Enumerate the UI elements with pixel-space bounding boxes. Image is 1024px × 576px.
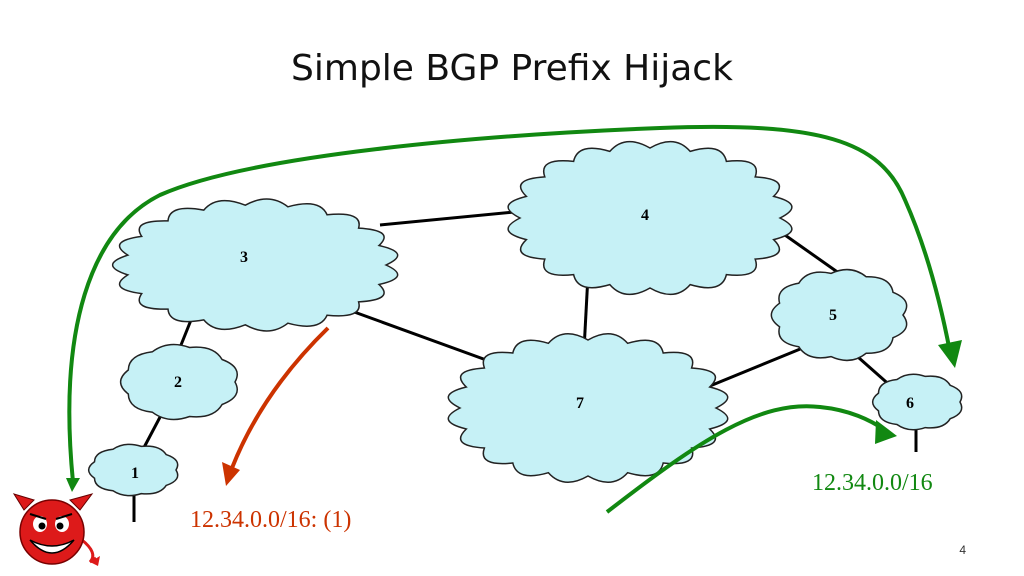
as-cloud-6 — [871, 373, 963, 431]
devil-icon — [12, 493, 100, 566]
link-3-7 — [334, 303, 501, 367]
hijack-prefix-label: 12.34.0.0/16: (1) — [190, 507, 351, 533]
page-number: 4 — [959, 543, 966, 557]
as-cloud-2 — [119, 343, 238, 421]
as-label-3: 3 — [240, 249, 248, 266]
legit-prefix-label: 12.34.0.0/16 — [812, 470, 933, 496]
as-label-4: 4 — [641, 207, 649, 224]
as-cloud-4 — [507, 140, 793, 296]
as-label-6: 6 — [906, 395, 914, 412]
link-5-7 — [704, 343, 811, 390]
hijack-announcement-arrowhead — [222, 462, 240, 486]
route-propagation-arrow — [67, 124, 952, 483]
as-label-5: 5 — [829, 307, 837, 324]
clouds — [87, 140, 963, 497]
slide-title: Simple BGP Prefix Hijack — [291, 48, 733, 89]
as-labels: 1 2 3 4 5 6 7 — [131, 207, 914, 482]
legit-announcement-arrowhead — [875, 420, 897, 444]
link-3-4 — [379, 208, 536, 227]
legit-announcement-arrow — [605, 404, 887, 514]
as-cloud-1 — [87, 443, 179, 497]
as-cloud-3 — [111, 198, 399, 332]
as-label-1: 1 — [131, 465, 139, 482]
route-propagation-tail — [66, 478, 80, 492]
as-label-7: 7 — [576, 395, 584, 412]
as-cloud-5 — [770, 268, 908, 362]
as-cloud-7 — [447, 333, 729, 483]
route-propagation-arrowhead — [938, 340, 962, 368]
hijack-announcement-arrow — [230, 326, 330, 469]
as-label-2: 2 — [174, 374, 182, 391]
